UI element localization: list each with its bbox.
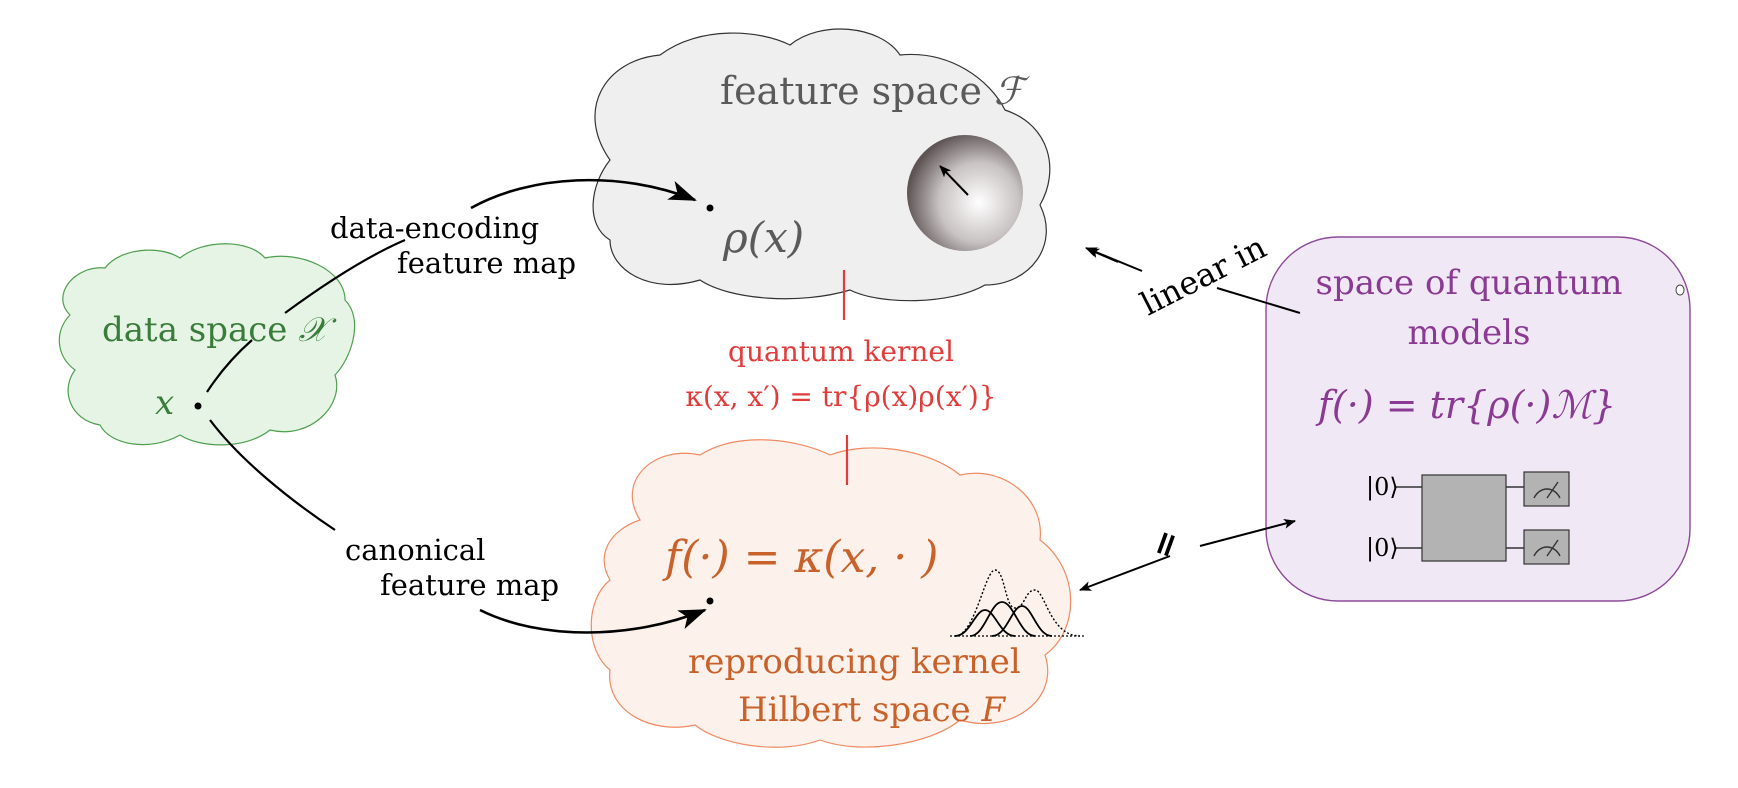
- linear-in-arrow-tail: [1216, 287, 1301, 314]
- equivalence-symbol: =: [1142, 524, 1189, 564]
- unitary-gate: [1421, 474, 1507, 562]
- hilbert-space-cloud: [590, 439, 1072, 748]
- data-encoding-line2: feature map: [397, 246, 576, 280]
- hilbert-line1: reproducing kernel: [688, 642, 1021, 682]
- hilbert-formula: f(·) = κ(x, · ): [662, 532, 938, 583]
- kernel-bumps-icon: [950, 569, 1085, 637]
- data-encoding-arrow-upper: [284, 238, 406, 314]
- x-label: x: [155, 383, 174, 423]
- canonical-line2: feature map: [380, 568, 559, 602]
- quantum-models-line1: space of quantum: [1316, 263, 1623, 303]
- data-space-title: data space 𝒳: [102, 310, 337, 350]
- quantum-models-formula: f(·) = tr{ρ(·)ℳ}: [1315, 383, 1616, 427]
- feature-space-title: feature space ℱ: [720, 69, 1030, 113]
- equivalence-arrow-right: [1199, 518, 1296, 547]
- quantum-models-line2: models: [1408, 313, 1531, 353]
- bloch-vector-arrow: [939, 165, 969, 196]
- data-space-cloud: [58, 243, 356, 446]
- meter-icon-top: [1533, 481, 1561, 499]
- quantum-kernel-title: quantum kernel: [728, 335, 954, 368]
- data-encoding-arrow-lower: [206, 339, 253, 393]
- linear-in-label: linear in: [1134, 228, 1272, 323]
- canonical-arrow-lower: [479, 608, 707, 634]
- ket-bottom: |0⟩: [1366, 534, 1399, 563]
- meter-icon-bottom: [1533, 539, 1561, 557]
- f-point: [706, 597, 714, 605]
- canonical-arrow-upper: [209, 419, 336, 531]
- x-point: [194, 402, 202, 410]
- quantum-models-box: [1265, 236, 1691, 602]
- data-encoding-arrow-head: [470, 178, 697, 210]
- rho-label: ρ(x): [722, 213, 804, 262]
- quantum-circuit: [1394, 471, 1570, 565]
- ket-top: |0⟩: [1366, 473, 1399, 502]
- quantum-kernel-formula: κ(x, x′) = tr{ρ(x)ρ(x′)}: [685, 380, 996, 413]
- rho-point: [706, 204, 714, 212]
- hilbert-line2: Hilbert space F: [738, 690, 1006, 730]
- box-corner-mark: [1675, 284, 1685, 296]
- data-encoding-line1: data-encoding: [330, 211, 539, 245]
- linear-in-arrow-head: [1085, 247, 1143, 272]
- canonical-line1: canonical: [345, 533, 485, 567]
- equivalence-arrow-left: [1079, 555, 1171, 591]
